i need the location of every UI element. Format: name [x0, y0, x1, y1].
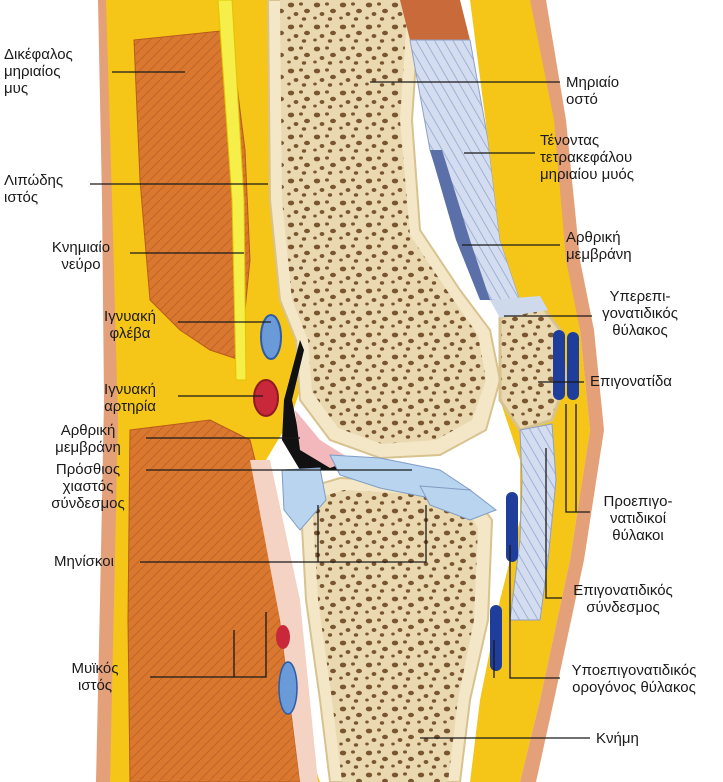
gastrocnemius-muscle — [128, 420, 300, 782]
label-femur: Μηριαίο οστό — [566, 74, 619, 108]
label-tibia: Κνήμη — [596, 730, 639, 747]
label-patella: Επιγονατίδα — [590, 373, 672, 390]
label-synovial-membrane-anterior: Αρθρική μεμβράνη — [566, 229, 632, 263]
prepatellar-bursa-2 — [567, 332, 579, 400]
label-prepatellar-bursae: Προεπιγο- νατιδικοί θύλακοι — [588, 493, 688, 544]
lower-vein-vessel — [279, 662, 297, 714]
label-tibial-nerve: Κνημιαίο νεύρο — [34, 239, 128, 273]
label-muscle-tissue: Μυϊκός ιστός — [40, 660, 150, 694]
label-patellar-ligament: Επιγονατιδικός σύνδεσμος — [562, 582, 684, 616]
label-biceps-femoris: Δικέφαλος μηριαίος μυς — [4, 46, 73, 97]
lower-artery-vessel — [276, 625, 290, 649]
label-adipose-tissue: Λιπώδης ιστός — [4, 172, 63, 206]
label-popliteal-vein: Ιγνυακή φλέβα — [84, 308, 176, 342]
label-menisci: Μηνίσκοι — [54, 553, 114, 570]
label-infrapatellar-bursa: Υποεπιγονατιδικός ορογόνος θύλακος — [548, 662, 720, 696]
label-quadriceps-tendon: Τένοντας τετρακεφάλου μηριαίου μυός — [540, 132, 634, 183]
infrapatellar-bursa-1 — [506, 492, 518, 562]
label-popliteal-artery: Ιγνυακή αρτηρία — [84, 381, 176, 415]
label-anterior-cruciate: Πρόσθιος χιαστός σύνδεσμος — [30, 461, 146, 512]
infrapatellar-bursa-2 — [490, 605, 502, 671]
tibia-bone — [300, 478, 492, 782]
prepatellar-bursa-1 — [553, 330, 565, 400]
label-suprapatellar-bursa: Υπερεπι- γονατιδικός θύλακος — [584, 288, 696, 339]
popliteal-artery-vessel — [254, 380, 278, 416]
label-synovial-membrane-posterior: Αρθρική μεμβράνη — [30, 422, 146, 456]
